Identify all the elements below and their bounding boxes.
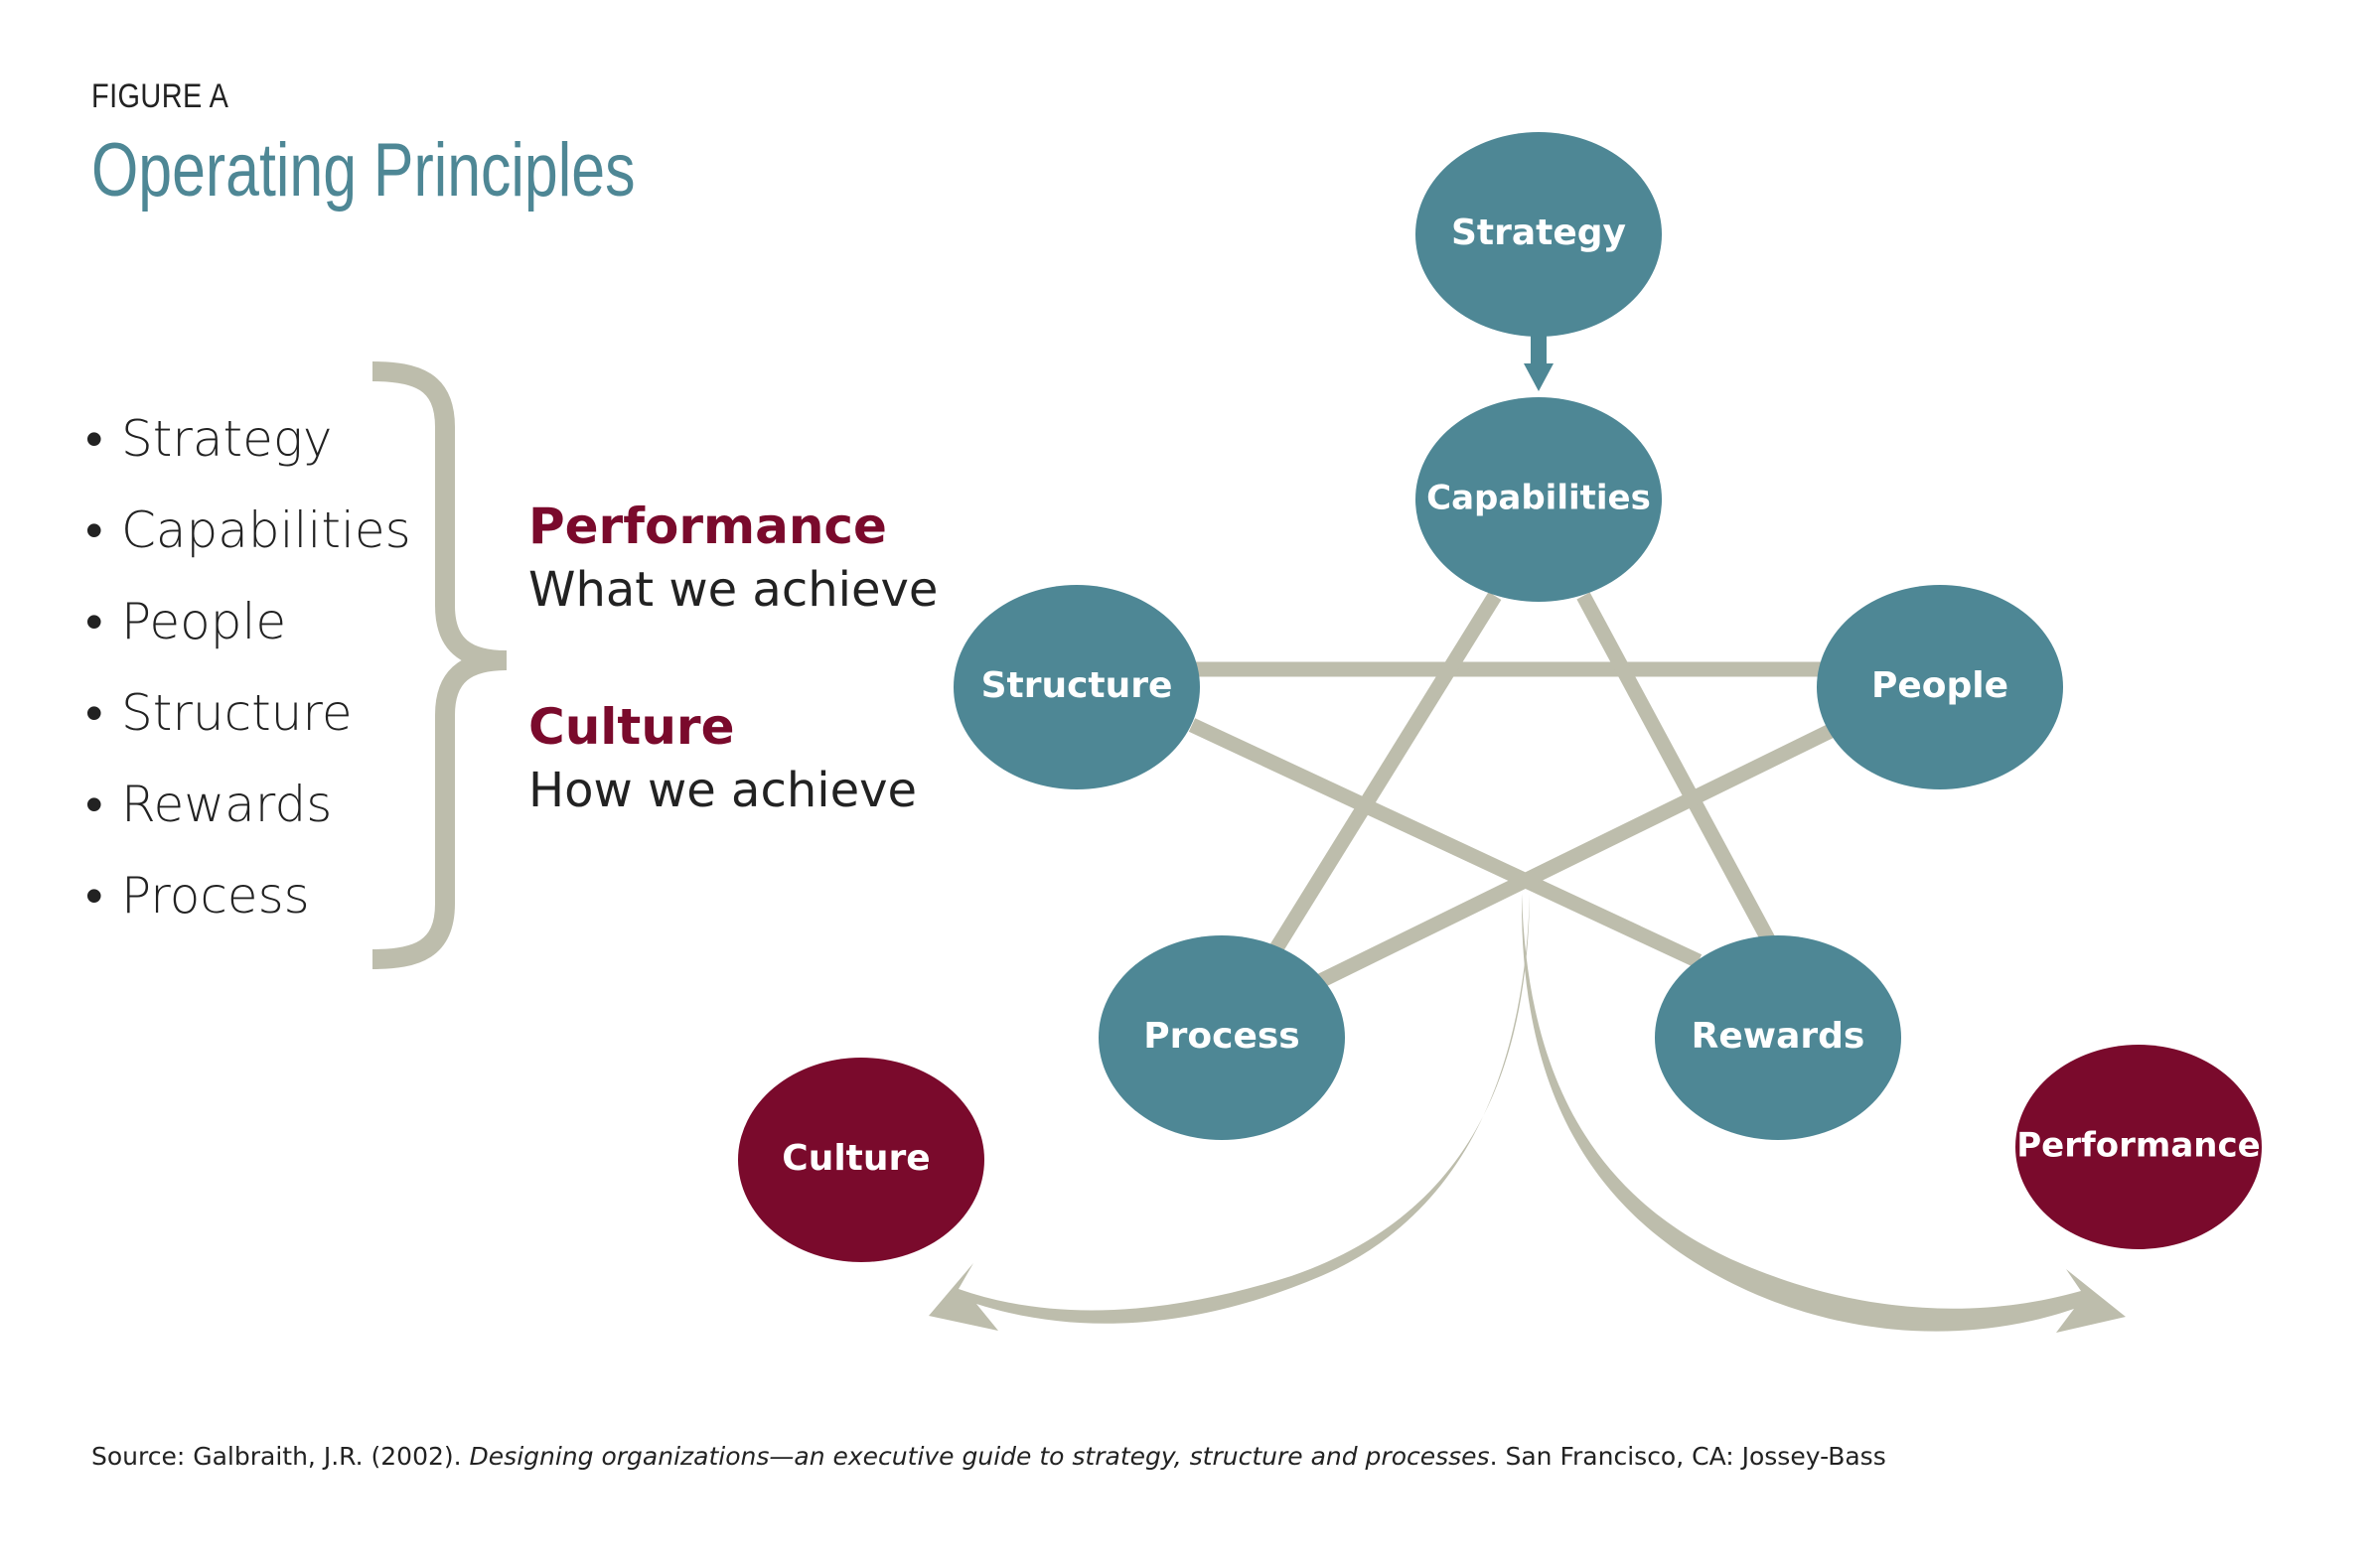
principle-label: Capabilities — [121, 501, 411, 559]
node-people: People — [1817, 585, 2063, 789]
source-prefix: Source: Galbraith, J.R. (2002). — [91, 1442, 470, 1471]
source-citation: Source: Galbraith, J.R. (2002). Designin… — [91, 1442, 1886, 1471]
strategy-to-capabilities-arrow — [1524, 336, 1554, 391]
list-item: •People — [85, 593, 287, 650]
culture-label-block: Culture How we achieve — [528, 695, 917, 822]
node-rewards-label: Rewards — [1692, 1016, 1865, 1057]
node-process-label: Process — [1143, 1016, 1299, 1057]
performance-heading: Performance — [528, 498, 887, 555]
list-item: •Structure — [85, 684, 353, 742]
node-rewards: Rewards — [1655, 935, 1901, 1140]
star-connectors — [1188, 592, 1837, 990]
connector-capabilities-process — [1269, 592, 1502, 952]
connector-capabilities-rewards — [1576, 592, 1780, 952]
principle-label: Rewards — [121, 776, 333, 833]
principle-label: Structure — [121, 684, 353, 742]
node-process: Process — [1099, 935, 1345, 1140]
principle-label: People — [121, 593, 287, 650]
node-performance-label: Performance — [2016, 1126, 2260, 1166]
list-item: •Capabilities — [85, 501, 411, 559]
node-culture: Culture — [738, 1058, 984, 1262]
principles-list: •Strategy •Capabilities •People •Structu… — [85, 407, 411, 955]
connector-people-process — [1312, 723, 1837, 990]
source-suffix: . San Francisco, CA: Jossey-Bass — [1489, 1442, 1886, 1471]
source-title: Designing organizations—an executive gui… — [469, 1442, 1490, 1471]
figure-title: Operating Principles — [91, 128, 636, 213]
curly-brace — [371, 361, 508, 969]
culture-description: How we achieve — [528, 763, 918, 818]
node-structure: Structure — [954, 585, 1200, 789]
performance-description: What we achieve — [528, 562, 939, 618]
node-capabilities-label: Capabilities — [1426, 479, 1651, 518]
list-item: •Strategy — [85, 410, 333, 468]
performance-label-block: Performance What we achieve — [528, 495, 938, 622]
culture-heading: Culture — [528, 698, 735, 756]
principle-label: Process — [121, 867, 310, 925]
principle-label: Strategy — [121, 410, 333, 468]
node-strategy: Strategy — [1415, 132, 1662, 337]
node-people-label: People — [1871, 665, 2008, 706]
connector-structure-rewards — [1188, 718, 1703, 968]
node-structure-label: Structure — [981, 665, 1173, 706]
node-strategy-label: Strategy — [1451, 213, 1626, 253]
node-performance: Performance — [2015, 1045, 2262, 1249]
list-item: •Rewards — [85, 776, 333, 833]
node-capabilities: Capabilities — [1415, 397, 1662, 602]
list-item: •Process — [85, 867, 310, 925]
node-culture-label: Culture — [782, 1138, 930, 1179]
figure-label: FIGURE A — [91, 77, 229, 115]
